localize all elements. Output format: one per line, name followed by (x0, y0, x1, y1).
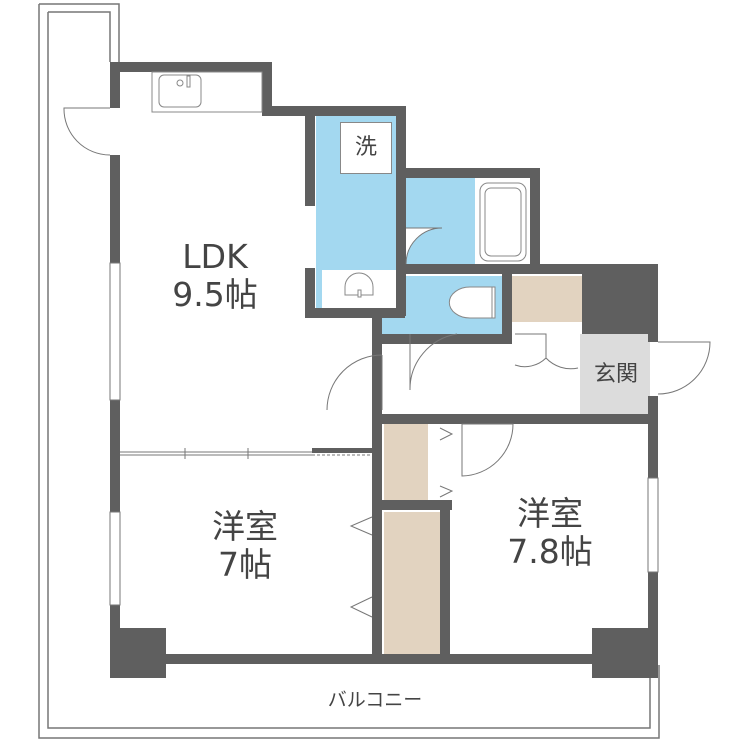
bathroom-floor (405, 178, 475, 266)
room-name: 洋室 (212, 507, 278, 546)
window-ldk (109, 262, 121, 401)
room-size: 7.8帖 (507, 531, 593, 571)
walls (110, 62, 658, 678)
washbasin-icon (322, 270, 396, 308)
room-size: 9.5帖 (172, 274, 258, 314)
room-label-balcony: バルコニー (327, 689, 423, 711)
room-label-bedroom2: 洋室 7.8帖 (480, 495, 620, 571)
room-label-bedroom1: 洋室 7帖 (180, 508, 310, 584)
room-label-entrance: 玄関 (593, 362, 638, 387)
balcony-outline (38, 3, 660, 739)
room-name: 洋室 (517, 494, 583, 533)
doors (63, 107, 711, 618)
entrance-floor (580, 334, 650, 414)
window-bedroom2 (647, 477, 659, 573)
shoe-storage (512, 276, 582, 322)
room-size: 7帖 (218, 544, 272, 584)
window-bedroom1 (109, 511, 121, 606)
room-label-ldk: LDK 9.5帖 (150, 238, 280, 314)
closet-upper (384, 424, 428, 500)
bathtub-icon (479, 182, 527, 262)
room-label-laundry: 洗 (340, 122, 392, 174)
toilet-icon (448, 286, 496, 319)
room-name: LDK (182, 237, 248, 276)
closet-lower (384, 512, 440, 656)
kitchen-sink-icon (151, 71, 263, 113)
